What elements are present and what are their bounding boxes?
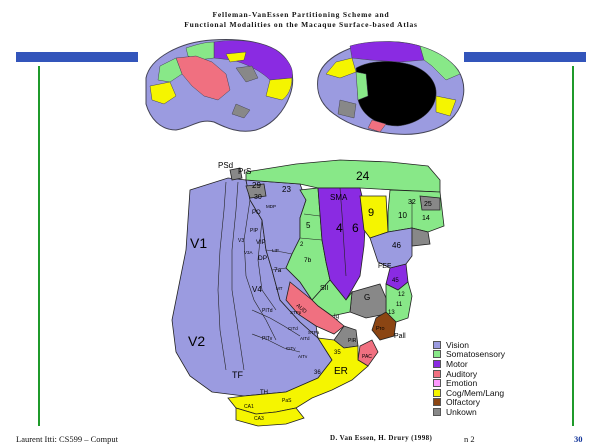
label-29: 29 bbox=[252, 181, 261, 190]
label-ca1: CA1 bbox=[244, 404, 254, 410]
label-mt: MT bbox=[276, 286, 283, 291]
legend-label: Auditory bbox=[446, 369, 477, 379]
label-13: 13 bbox=[388, 310, 395, 316]
label-th: TH bbox=[260, 390, 268, 396]
legend-label: Motor bbox=[446, 359, 468, 369]
label-7b: 7b bbox=[304, 257, 312, 264]
lateral-brain-view bbox=[146, 39, 293, 131]
label-po: PO bbox=[252, 210, 261, 216]
label-sii: SII bbox=[320, 285, 329, 292]
label-7a: 7a bbox=[274, 267, 282, 274]
legend-item: Somatosensory bbox=[433, 350, 505, 360]
label-vip: VIP bbox=[256, 240, 266, 246]
medial-brain-view bbox=[318, 42, 464, 135]
label-v4: V4 bbox=[252, 285, 262, 294]
legend-swatch bbox=[433, 408, 441, 416]
label-v3: V3 bbox=[238, 238, 244, 244]
footer-credit: D. Van Essen, H. Drury (1998) bbox=[330, 434, 432, 442]
legend-label: Olfactory bbox=[446, 397, 480, 407]
legend-item: Cog/Mem/Lang bbox=[433, 388, 505, 398]
label-v2: V2 bbox=[188, 333, 205, 349]
legend-swatch bbox=[433, 360, 441, 368]
label-10: 10 bbox=[398, 211, 407, 220]
legend-label: Cog/Mem/Lang bbox=[446, 388, 504, 398]
label-pir: PIR bbox=[348, 338, 357, 344]
label-v3a: V3A bbox=[244, 250, 253, 255]
label-4: 4 bbox=[336, 221, 343, 235]
label-23: 23 bbox=[282, 185, 291, 194]
label-14: 14 bbox=[422, 215, 430, 222]
legend-swatch bbox=[433, 389, 441, 397]
legend-item: Emotion bbox=[433, 378, 505, 388]
label-psd: PSd bbox=[218, 161, 233, 170]
label-dp: DP bbox=[258, 255, 267, 262]
footer-course-tail: n 2 bbox=[464, 434, 475, 444]
legend-swatch bbox=[433, 398, 441, 406]
label-ig: Ig bbox=[334, 314, 339, 320]
label-12: 12 bbox=[398, 292, 405, 298]
label-er: ER bbox=[334, 366, 348, 377]
label-mdp: MDP bbox=[266, 204, 276, 209]
legend-label: Unkown bbox=[446, 407, 477, 417]
label-pall: Pall bbox=[394, 333, 406, 340]
legend-label: Emotion bbox=[446, 378, 477, 388]
legend-item: Olfactory bbox=[433, 398, 505, 408]
modality-legend: VisionSomatosensoryMotorAuditoryEmotionC… bbox=[433, 340, 505, 417]
label-citd: CITd bbox=[288, 326, 298, 331]
legend-label: Somatosensory bbox=[446, 349, 505, 359]
label-stpa: STPa bbox=[308, 330, 320, 335]
label-aitv: AITv bbox=[298, 354, 308, 359]
label-25: 25 bbox=[424, 201, 432, 208]
label-tf: TF bbox=[232, 370, 243, 380]
label-g: G bbox=[364, 293, 370, 302]
label-9: 9 bbox=[368, 207, 374, 219]
label-aitd: AITd bbox=[300, 336, 310, 341]
legend-item: Vision bbox=[433, 340, 505, 350]
label-pas: PaS bbox=[282, 398, 292, 404]
label-32: 32 bbox=[408, 199, 416, 206]
label-pro: Pro bbox=[376, 326, 385, 332]
label-v1: V1 bbox=[190, 235, 207, 251]
legend-item: Unkown bbox=[433, 407, 505, 417]
legend-swatch bbox=[433, 370, 441, 378]
label-pip: PIP bbox=[250, 228, 259, 234]
legend-item: Auditory bbox=[433, 369, 505, 379]
label-5: 5 bbox=[306, 221, 311, 230]
label-pitd: PITd bbox=[262, 308, 273, 314]
label-36: 36 bbox=[314, 370, 321, 376]
label-45: 45 bbox=[392, 278, 399, 284]
label-11: 11 bbox=[396, 302, 403, 308]
legend-item: Motor bbox=[433, 359, 505, 369]
label-citv: CITv bbox=[286, 346, 296, 351]
label-6: 6 bbox=[352, 221, 359, 235]
label-46: 46 bbox=[392, 241, 401, 250]
label-prs: PrS bbox=[238, 167, 251, 176]
label-lip: LIP bbox=[272, 248, 279, 253]
label-pitv: PITv bbox=[262, 336, 273, 342]
legend-label: Vision bbox=[446, 340, 469, 350]
legend-swatch bbox=[433, 350, 441, 358]
label-35: 35 bbox=[334, 350, 341, 356]
page-number: 30 bbox=[574, 434, 583, 444]
label-fef: FEF bbox=[378, 263, 391, 270]
label-pac: PAC bbox=[362, 354, 372, 360]
label-sma: SMA bbox=[330, 193, 348, 202]
label-30: 30 bbox=[254, 194, 262, 201]
label-24: 24 bbox=[356, 169, 370, 183]
legend-swatch bbox=[433, 379, 441, 387]
legend-swatch bbox=[433, 341, 441, 349]
footer-course: Laurent Itti: CS599 – Comput bbox=[16, 434, 118, 444]
label-ca3: CA3 bbox=[254, 416, 264, 422]
